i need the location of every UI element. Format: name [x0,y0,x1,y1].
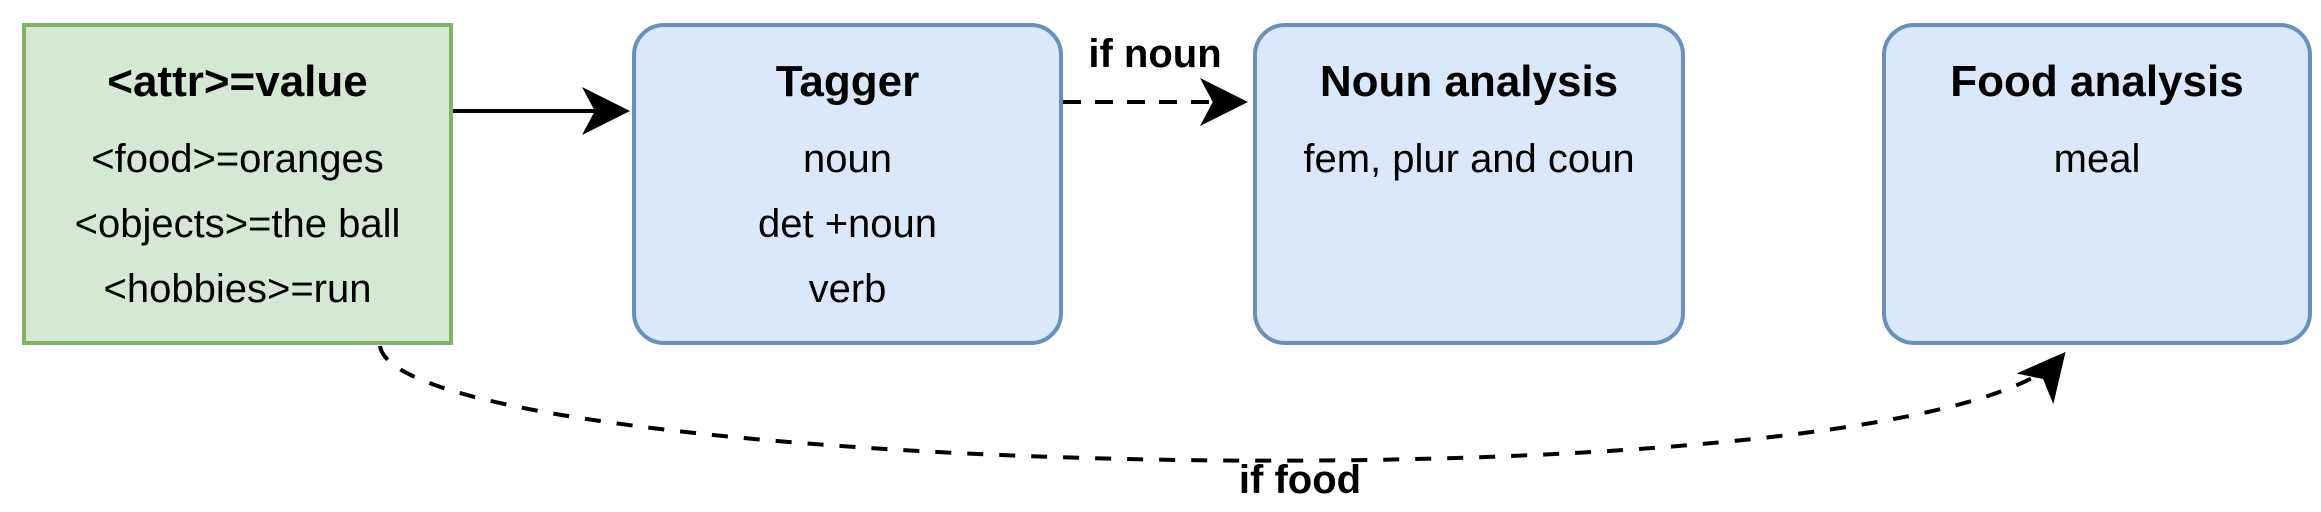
node-tagger: Tagger noun det +noun verb [632,23,1063,345]
node-noun-analysis-line: fem, plur and coun [1303,137,1635,181]
edge-label-if-noun: if noun [1088,32,1222,76]
node-tagger-title: Tagger [775,57,920,106]
node-attr-value-line: <objects>=the ball [74,202,401,246]
edge-label-if-food: if food [1238,458,1362,502]
node-attr-value-line: <hobbies>=run [103,267,372,311]
node-food-analysis-line: meal [2053,137,2141,181]
node-tagger-line: verb [808,267,887,311]
node-noun-analysis: Noun analysis fem, plur and coun [1253,23,1685,345]
node-tagger-line: det +noun [757,202,938,246]
node-food-analysis: Food analysis meal [1882,23,2312,345]
node-tagger-line: noun [803,137,892,181]
node-attr-value-line: <food>=oranges [91,137,384,181]
edge-attr-to-food-analysis [378,345,2066,463]
node-attr-value: <attr>=value <food>=oranges <objects>=th… [22,23,453,345]
node-attr-value-title: <attr>=value [107,57,368,106]
node-food-analysis-title: Food analysis [1950,57,2244,106]
node-noun-analysis-title: Noun analysis [1319,57,1619,106]
